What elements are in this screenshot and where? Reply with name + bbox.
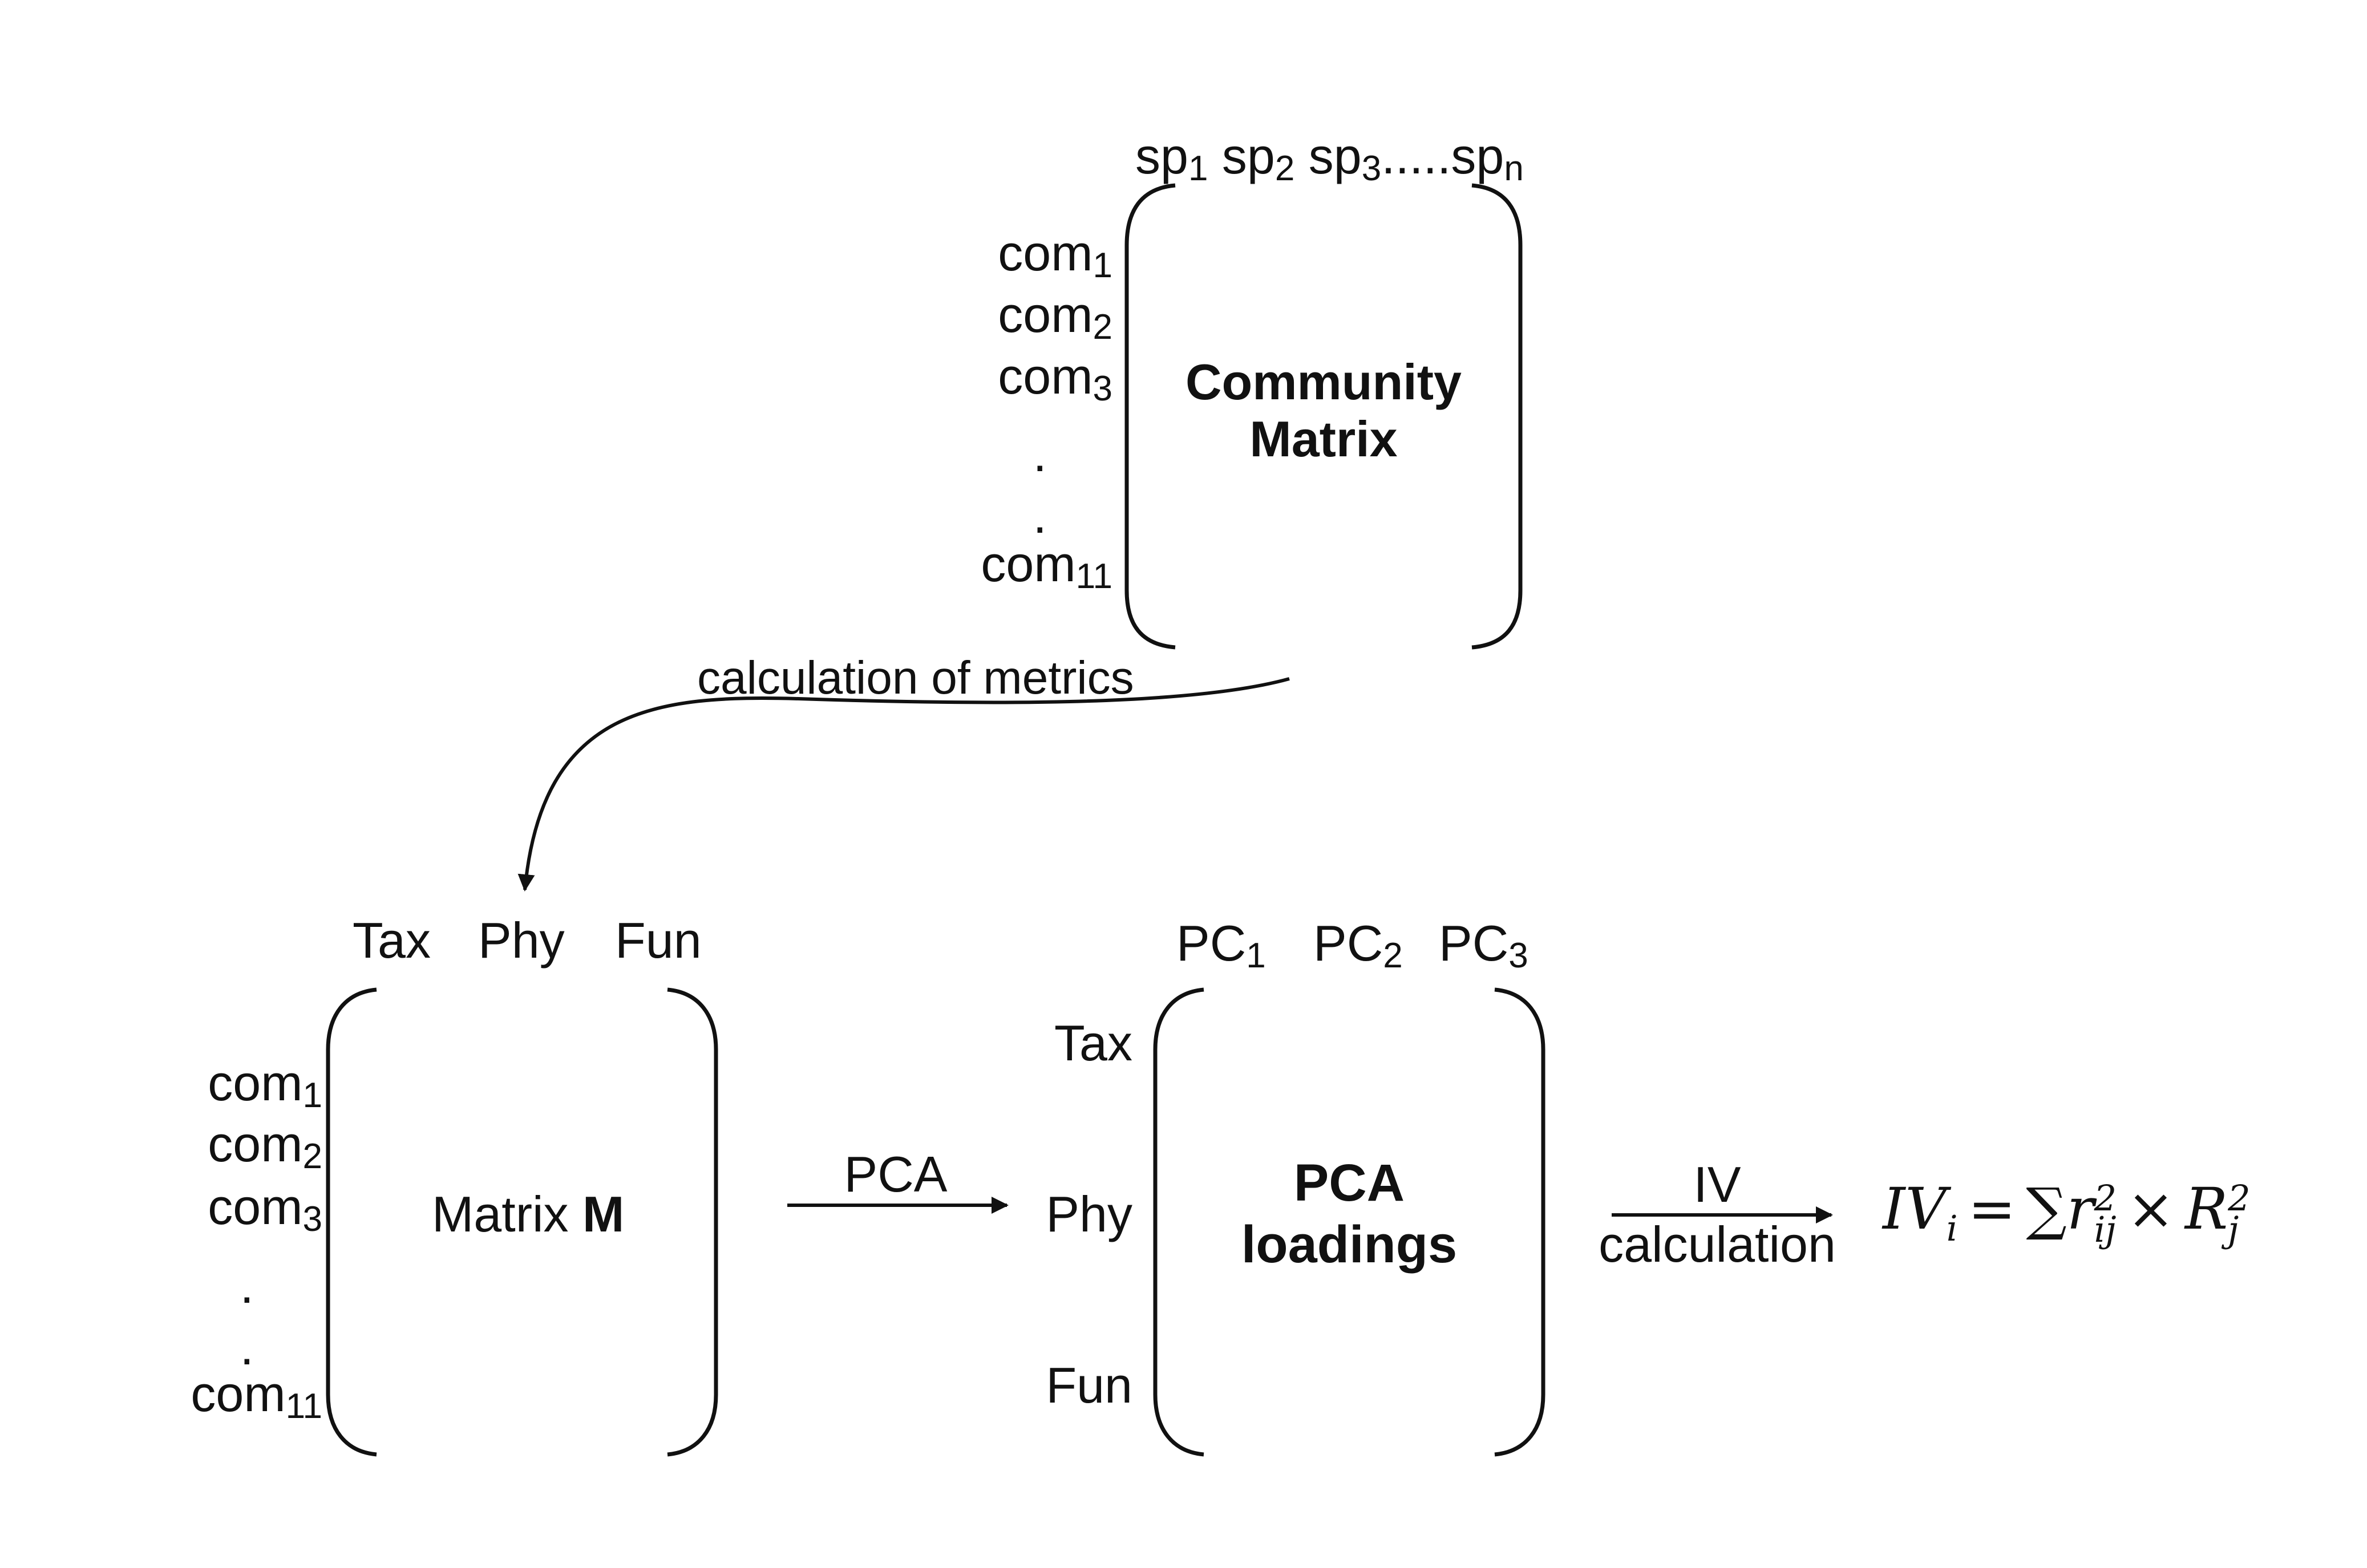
community-row-label-text: . [1033, 487, 1047, 544]
matrix-m-row-label: com11 [191, 1369, 322, 1424]
community-matrix-title: Community Matrix [1152, 354, 1495, 468]
matrix-m-column-label: Fun [615, 915, 702, 966]
community-row-label-text: com [998, 348, 1093, 404]
iv-arrow-label-top: IV [1693, 1156, 1741, 1213]
pca-row-label-text: Tax [1054, 1015, 1132, 1071]
community-row-label: com11 [981, 539, 1112, 594]
matrix-m-row-label-text: . [240, 1319, 254, 1375]
formula-lhs-sub: i [1946, 1208, 1958, 1249]
metrics-arrow-label: calculation of metrics [697, 652, 1134, 704]
species-column-label: sp [1135, 128, 1188, 184]
pca-column-label-text: PC [1176, 915, 1247, 971]
species-column-subscript: n [1504, 149, 1524, 188]
matrix-m-row-label: com1 [208, 1058, 322, 1113]
community-row-label: com3 [998, 351, 1112, 407]
pca-row-label: Tax [1054, 1018, 1132, 1068]
community-row-label: com1 [998, 228, 1112, 283]
formula-sum: ∑ [2026, 1176, 2067, 1242]
formula-R-sup: 2 [2228, 1177, 2251, 1219]
community-row-label-subscript: 1 [1093, 246, 1112, 285]
matrix-m-column-label: Tax [353, 915, 431, 966]
community-row-label-subscript: 3 [1093, 369, 1112, 408]
community-row-label: . [1033, 429, 1047, 479]
matrix-m-row-label-subscript: 1 [302, 1076, 322, 1115]
species-column-subscript: 3 [1361, 149, 1382, 188]
pca-loadings-right-bracket [1494, 987, 1545, 1457]
matrix-m-row-label-subscript: 11 [285, 1387, 322, 1426]
pca-loadings-left-bracket [1153, 987, 1204, 1457]
community-matrix-column-headers: sp1 sp2 sp3.....spn [1135, 131, 1524, 187]
pca-arrow-label: PCA [844, 1146, 948, 1202]
matrix-m-row-label-text: com [191, 1366, 286, 1422]
species-column-label: sp [1208, 128, 1275, 184]
matrix-m-title-bold: M [582, 1186, 625, 1242]
community-row-label-text: com [998, 286, 1093, 343]
iv-arrow-label-bottom: calculation [1599, 1216, 1836, 1273]
matrix-m-row-label-text: com [208, 1178, 303, 1235]
matrix-m-column-label-text: Fun [615, 912, 702, 969]
matrix-m-row-label: com3 [208, 1182, 322, 1237]
matrix-m-row-label-subscript: 3 [302, 1200, 322, 1239]
matrix-m-row-label: . [240, 1261, 254, 1311]
pca-column-label-text: PC [1313, 915, 1383, 971]
formula-equals: = [1968, 1176, 2016, 1242]
matrix-m-column-label-text: Phy [478, 912, 565, 969]
pca-column-label: PC3 [1439, 918, 1528, 974]
community-matrix-left-bracket [1124, 183, 1176, 650]
pca-loadings-title-line2: loadings [1241, 1215, 1458, 1274]
matrix-m-row-label-subscript: 2 [302, 1137, 322, 1176]
community-matrix-title-line1: Community [1185, 354, 1462, 410]
species-column-label: .....sp [1381, 128, 1504, 184]
matrix-m-row-label-text: com [208, 1116, 303, 1172]
formula-R-sub: j [2228, 1209, 2239, 1251]
community-row-label: com2 [998, 290, 1112, 345]
pca-column-label-subscript: 2 [1383, 936, 1403, 975]
formula-R: R [2184, 1176, 2228, 1242]
matrix-m-title-text: Matrix [432, 1186, 582, 1242]
community-matrix-right-bracket [1471, 183, 1523, 650]
pca-row-label: Phy [1046, 1189, 1132, 1239]
pca-loadings-title-line1: PCA [1293, 1154, 1405, 1212]
community-row-label-subscript: 2 [1093, 307, 1112, 347]
pca-row-label-text: Phy [1046, 1186, 1132, 1242]
matrix-m-right-bracket [667, 987, 718, 1457]
pca-column-label: PC2 [1313, 918, 1403, 974]
pca-row-label: Fun [1046, 1360, 1132, 1411]
matrix-m-left-bracket [326, 987, 377, 1457]
matrix-m-row-label: com2 [208, 1119, 322, 1174]
formula-r-sub: ij [2094, 1209, 2117, 1251]
pca-column-label: PC1 [1176, 918, 1266, 974]
community-row-label-text: com [981, 536, 1076, 592]
community-row-label: . [1033, 491, 1047, 541]
matrix-m-row-label-text: com [208, 1055, 303, 1111]
community-matrix-title-line2: Matrix [1249, 411, 1398, 467]
formula-times: × [2127, 1176, 2175, 1242]
pca-column-label-subscript: 3 [1508, 936, 1528, 975]
pca-row-label-text: Fun [1046, 1357, 1132, 1413]
formula-r-sup: 2 [2094, 1177, 2117, 1219]
matrix-m-row-label: . [240, 1322, 254, 1372]
matrix-m-column-label-text: Tax [353, 912, 431, 969]
community-row-label-text: . [1033, 426, 1047, 482]
pca-loadings-title: PCA loadings [1178, 1152, 1520, 1275]
species-column-subscript: 2 [1274, 149, 1295, 188]
community-row-label-subscript: 11 [1075, 557, 1112, 596]
species-column-label: sp [1294, 128, 1362, 184]
matrix-m-title: Matrix M [432, 1189, 624, 1239]
community-row-label-text: com [998, 225, 1093, 281]
formula-r: r [2066, 1176, 2094, 1242]
pca-column-label-text: PC [1439, 915, 1509, 971]
metrics-arrow [517, 677, 1290, 892]
pca-column-label-subscript: 1 [1246, 936, 1266, 975]
formula-lhs: IV [1883, 1176, 1947, 1242]
matrix-m-row-label-text: . [240, 1257, 254, 1314]
matrix-m-column-label: Phy [478, 915, 565, 966]
species-column-subscript: 1 [1188, 149, 1208, 188]
